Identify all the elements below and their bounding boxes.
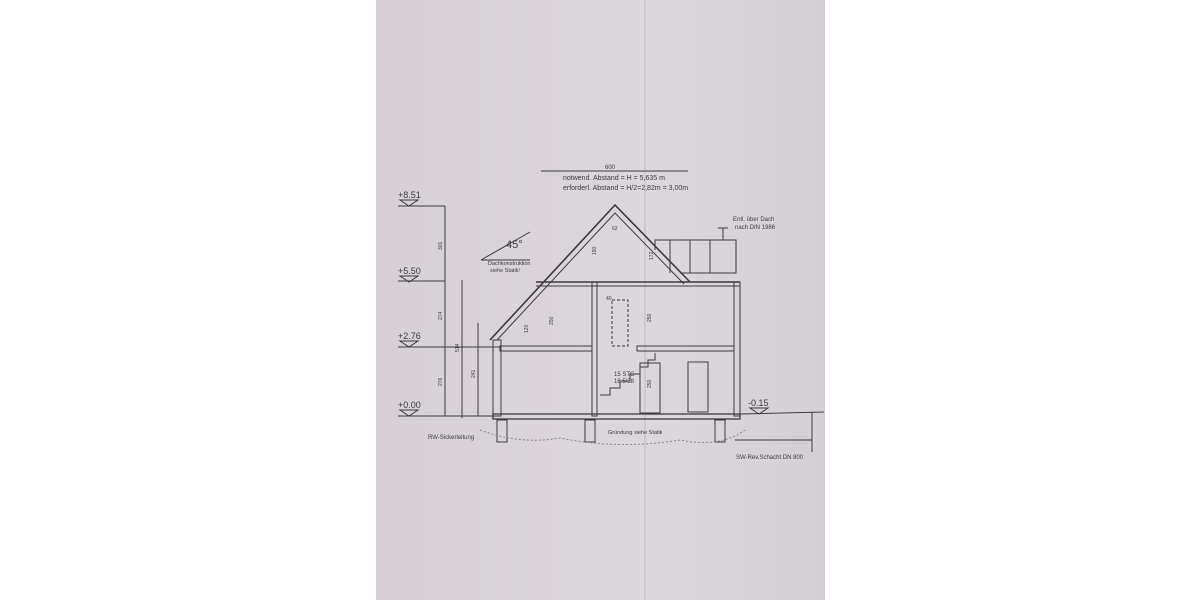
paper-sheet xyxy=(376,0,825,600)
foundation-label: Gründung siehe Statik xyxy=(608,430,663,436)
top-dimension-text: 600 xyxy=(605,165,616,171)
level-marker xyxy=(748,407,770,415)
stairs xyxy=(600,353,656,396)
dimension-text: 301 xyxy=(438,241,444,250)
level-marker xyxy=(398,340,420,348)
dimension-text: 250 xyxy=(647,313,653,322)
stairs-label-1: 15 STG xyxy=(614,372,635,378)
door xyxy=(687,361,709,413)
roof-inner xyxy=(496,212,685,341)
level-label: +0.00 xyxy=(398,400,421,410)
roof-angle: 45° xyxy=(506,239,523,251)
dimension-text: 514 xyxy=(455,343,461,352)
ground-slab xyxy=(492,413,741,420)
ground-hatch xyxy=(479,429,746,446)
foundation xyxy=(496,419,508,443)
level-marker xyxy=(398,275,420,283)
stair-opening xyxy=(611,299,629,347)
vent-note-1: Entl. über Dach xyxy=(733,217,774,223)
foundation xyxy=(714,419,726,443)
right-wall xyxy=(733,281,741,417)
dormer xyxy=(654,239,737,274)
level-label: +8.51 xyxy=(398,190,421,200)
level-label: -0.15 xyxy=(748,398,769,408)
level-marker xyxy=(398,409,420,417)
level-label: +5.50 xyxy=(398,266,421,276)
floor-slab xyxy=(499,345,593,352)
roof-outline xyxy=(489,203,691,341)
level-label: +2.76 xyxy=(398,331,421,341)
dimension-text: 190 xyxy=(592,246,598,255)
floor-slab xyxy=(636,345,735,352)
level-marker xyxy=(398,199,420,207)
shaft-label: SW-Rev.Schacht DN 800 xyxy=(736,455,804,461)
foundation xyxy=(584,419,596,443)
note-line-2: erforderl. Abstand = H/2=2,82m = 3,00m xyxy=(563,185,688,192)
dimension-text: 62 xyxy=(612,226,618,232)
dimension-text: 40 xyxy=(606,296,612,302)
roof-note-1: Dachkonstruktion xyxy=(488,261,531,267)
dimension-text: 276 xyxy=(438,377,444,386)
dimension-text: 250 xyxy=(647,379,653,388)
vent-note-2: nach DIN 1986 xyxy=(735,225,776,231)
dimension-text: 120 xyxy=(524,324,530,333)
door xyxy=(639,362,661,414)
middle-wall xyxy=(591,281,598,417)
shaft-line xyxy=(735,412,813,452)
note-line-1: notwend. Abstand = H = 5,635 m xyxy=(563,175,665,182)
roof-note-2: siehe Statik! xyxy=(490,268,520,274)
dimension-text: 172 xyxy=(649,251,655,260)
dimension-text: 241 xyxy=(471,369,477,378)
drain-label: RW-Sickerleitung xyxy=(428,435,474,441)
dimension-text: 274 xyxy=(438,311,444,320)
left-wall xyxy=(492,339,502,417)
angle-symbol xyxy=(480,231,531,261)
stairs-label-2: 16.5/28 xyxy=(614,379,635,385)
dimension-text: 250 xyxy=(549,316,555,325)
